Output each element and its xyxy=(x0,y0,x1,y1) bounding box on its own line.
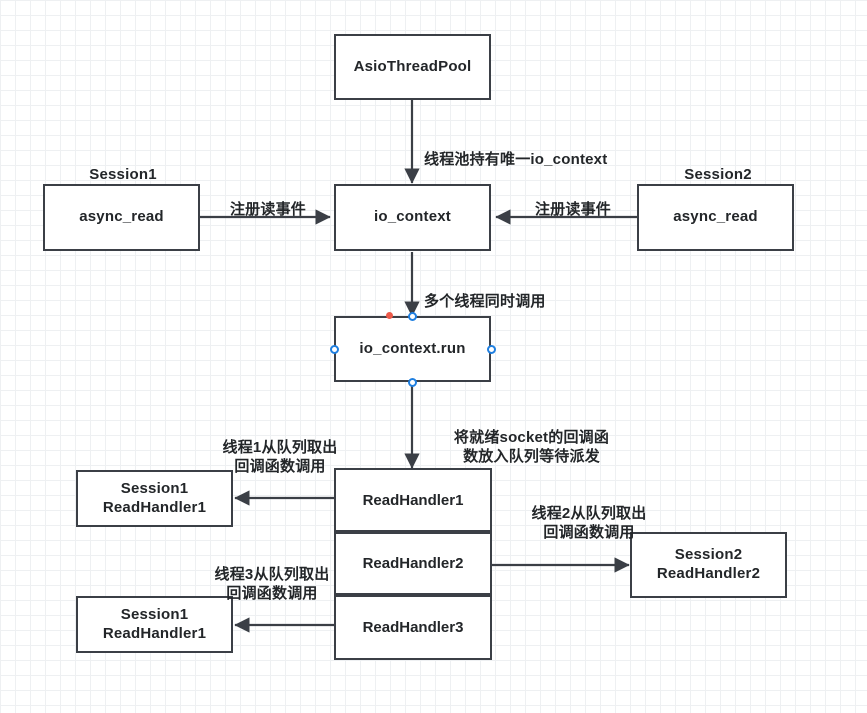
selection-handle-bottom-center[interactable] xyxy=(408,378,417,387)
node-async-read-left-label: async_read xyxy=(79,208,164,226)
label-thread1-dequeue-text: 线程1从队列取出 回调函数调用 xyxy=(222,438,338,476)
label-register-read-event-left-text: 注册读事件 xyxy=(229,200,306,218)
label-thread1-dequeue: 线程1从队列取出 回调函数调用 xyxy=(190,418,370,477)
node-session1-readhandler1-bottom[interactable]: Session1 ReadHandler1 xyxy=(76,596,233,653)
node-session1-readhandler1-bottom-line1: Session1 xyxy=(120,605,189,623)
label-session2-text: Session2 xyxy=(684,165,752,183)
selection-handle-middle-right[interactable] xyxy=(487,345,496,354)
label-session1: Session1 xyxy=(48,145,198,184)
node-io-context-label: io_context xyxy=(373,208,451,226)
node-session1-readhandler1-top[interactable]: Session1 ReadHandler1 xyxy=(76,470,233,527)
label-session2: Session2 xyxy=(643,145,793,184)
node-async-read-right[interactable]: async_read xyxy=(637,184,794,251)
selection-handle-middle-left[interactable] xyxy=(330,345,339,354)
node-io-context-run[interactable]: io_context.run xyxy=(334,316,491,382)
node-async-read-right-label: async_read xyxy=(673,208,758,226)
node-asio-thread-pool-label: AsioThreadPool xyxy=(353,57,472,75)
node-read-handler-1[interactable]: ReadHandler1 xyxy=(334,468,492,532)
label-enqueue-ready-socket-callback-text: 将就绪socket的回调函 数放入队列等待派发 xyxy=(453,428,610,466)
node-session2-readhandler2-line1: Session2 xyxy=(674,546,743,564)
node-asio-thread-pool[interactable]: AsioThreadPool xyxy=(334,34,491,100)
label-multi-thread-call-text: 多个线程同时调用 xyxy=(424,292,546,310)
label-session1-text: Session1 xyxy=(89,165,157,183)
node-read-handler-1-label: ReadHandler1 xyxy=(362,491,464,509)
node-read-handler-2[interactable]: ReadHandler2 xyxy=(334,532,492,595)
node-io-context-run-label: io_context.run xyxy=(359,339,466,357)
node-read-handler-3-label: ReadHandler3 xyxy=(362,619,464,636)
label-thread3-dequeue-text: 线程3从队列取出 回调函数调用 xyxy=(214,565,330,603)
label-multi-thread-call: 多个线程同时调用 xyxy=(424,272,654,311)
label-pool-owns-io-context: 线程池持有唯一io_context xyxy=(424,130,674,169)
node-session1-readhandler1-top-line2: ReadHandler1 xyxy=(102,498,207,516)
label-pool-owns-io-context-text: 线程池持有唯一io_context xyxy=(424,150,608,168)
label-enqueue-ready-socket-callback: 将就绪socket的回调函 数放入队列等待派发 xyxy=(424,408,639,467)
node-async-read-left[interactable]: async_read xyxy=(43,184,200,251)
node-session2-readhandler2[interactable]: Session2 ReadHandler2 xyxy=(630,532,787,598)
node-session1-readhandler1-bottom-line2: ReadHandler1 xyxy=(102,624,207,642)
selection-handle-top-center[interactable] xyxy=(408,312,417,321)
label-thread2-dequeue-text: 线程2从队列取出 回调函数调用 xyxy=(531,504,647,542)
node-io-context[interactable]: io_context xyxy=(334,184,491,251)
label-thread3-dequeue: 线程3从队列取出 回调函数调用 xyxy=(182,545,362,604)
node-session1-readhandler1-top-line1: Session1 xyxy=(120,479,189,497)
node-read-handler-3[interactable]: ReadHandler3 xyxy=(334,595,492,660)
label-register-read-event-left: 注册读事件 xyxy=(208,180,328,219)
node-read-handler-2-label: ReadHandler2 xyxy=(362,555,464,572)
label-register-read-event-right-text: 注册读事件 xyxy=(534,200,611,218)
label-thread2-dequeue: 线程2从队列取出 回调函数调用 xyxy=(499,484,679,543)
node-session2-readhandler2-line2: ReadHandler2 xyxy=(656,565,761,582)
selection-anchor-red-dot[interactable] xyxy=(386,312,393,319)
label-register-read-event-right: 注册读事件 xyxy=(513,180,633,219)
